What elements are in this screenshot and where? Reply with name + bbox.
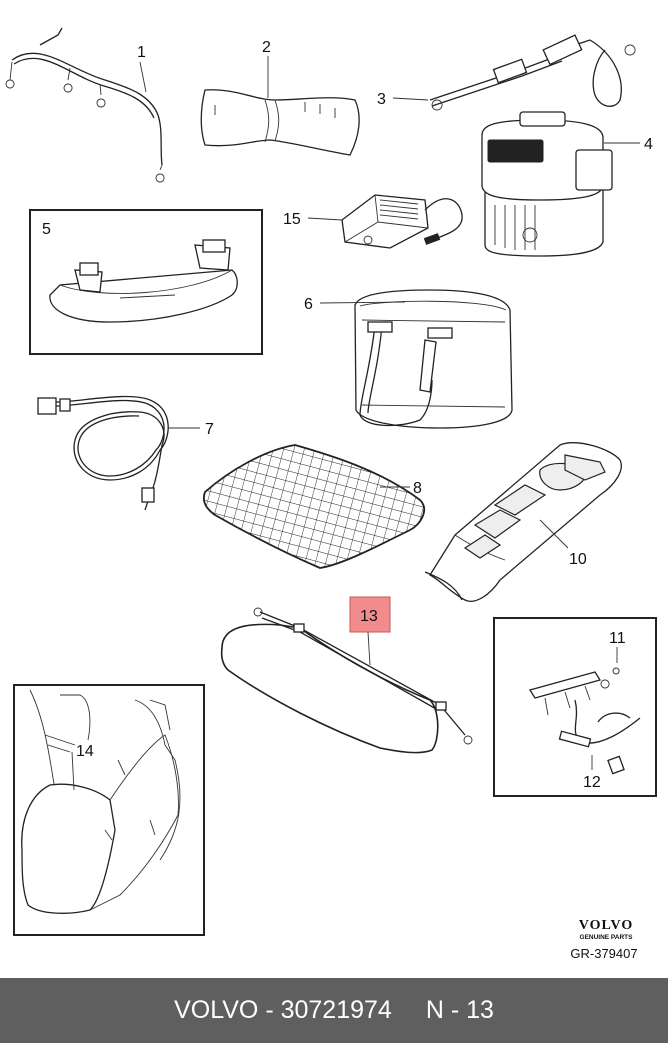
callout-7: 7	[205, 421, 214, 438]
part-8-net: 8	[202, 444, 425, 569]
callout-12: 12	[583, 774, 601, 791]
callout-14: 14	[76, 743, 94, 760]
part-5-box: 5	[29, 209, 263, 355]
callout-10: 10	[569, 551, 587, 568]
part-10-console: 10	[424, 442, 622, 602]
callout-5: 5	[42, 221, 51, 238]
callout-11: 11	[609, 630, 626, 647]
callout-15: 15	[283, 211, 301, 228]
part-15-adapter: 15	[283, 194, 463, 249]
part-14-box: 14	[13, 684, 205, 936]
callout-6: 6	[304, 296, 313, 313]
accessories-diagram: 1 2 3 4 1	[5, 27, 657, 961]
callout-2: 2	[262, 39, 271, 56]
callout-8: 8	[413, 480, 422, 497]
part-2-pillow: 2	[200, 39, 360, 156]
part-3-belt: 3	[377, 34, 636, 111]
footer-position: N - 13	[425, 996, 494, 1024]
part-13-cover: 13	[220, 596, 473, 754]
callout-13-highlight	[349, 596, 391, 633]
diagram-reference: GR-379407	[570, 946, 637, 961]
part-4-cooler: 4	[481, 111, 653, 257]
part-6-bag: 6	[304, 289, 513, 429]
callout-13: 13	[360, 608, 378, 625]
volvo-logo: VOLVO	[579, 918, 634, 933]
callout-1: 1	[137, 44, 146, 61]
footer-bar: VOLVO - 30721974 N - 13	[0, 978, 668, 1043]
genuine-parts-label: GENUINE PARTS	[580, 934, 634, 941]
part-1-strap: 1	[5, 27, 165, 183]
brand-block: VOLVO GENUINE PARTS GR-379407	[570, 918, 637, 961]
part-7-cable: 7	[37, 395, 214, 511]
callout-3: 3	[377, 91, 386, 108]
callout-4: 4	[644, 136, 653, 153]
footer-part-number: VOLVO - 30721974	[174, 996, 392, 1024]
part-11-12-box: 11 12	[493, 617, 657, 797]
